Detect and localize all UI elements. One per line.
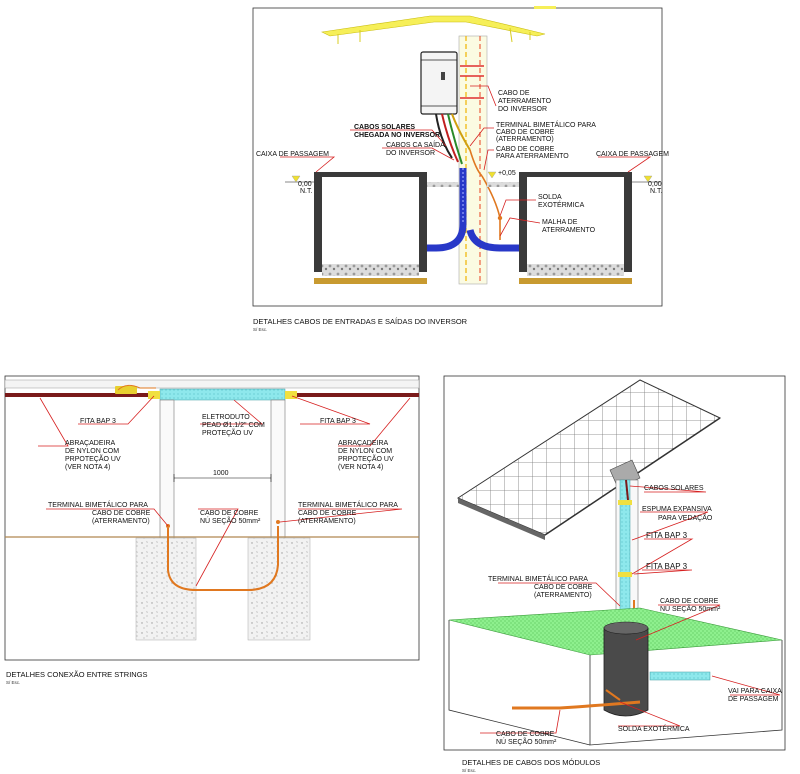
label-ac-cables-0: CABOS CA SAÍDA [386, 140, 445, 149]
label-copper-0: CABO DE COBRE [200, 510, 259, 517]
caption-modules: DETALHES DE CABOS DOS MÓDULOS [462, 758, 600, 767]
label-mod-tobox-0: VAI PARA CAIXA [728, 688, 782, 695]
panel-modules [443, 375, 786, 751]
label-mod-foam-0: ESPUMA EXPANSIVA [642, 506, 712, 513]
label-mod-terminal-0: TERMINAL BIMETÁLICO PARA [488, 574, 588, 583]
label-ground-cable-0: CABO DE [498, 90, 530, 97]
string-cable-right [280, 393, 419, 397]
label-terminal-1: CABO DE COBRE [496, 129, 555, 136]
scale-modules: S/ Esc. [462, 768, 476, 773]
label-copper-1: NÚ SEÇÃO 50mm² [200, 516, 261, 525]
label-clamp-right-2: PRPOTEÇÃO UV [338, 454, 394, 463]
level-mid: +0,05 [498, 170, 516, 177]
label-copper-cable-1: PARA ATERRAMENTO [496, 153, 569, 160]
label-exo-weld-1: EXOTÉRMICA [538, 200, 585, 209]
label-conduit-1: PEAD Ø1.1/2" COM [202, 422, 265, 429]
label-terminal-left-1: CABO DE COBRE [92, 510, 151, 517]
label-mod-copper-1: NÚ SEÇÃO 50mm² [660, 604, 721, 613]
label-clamp-right-1: DE NYLON COM [338, 448, 392, 455]
yellow-canopy [321, 6, 556, 44]
scale-strings: S/ Esc. [6, 680, 20, 685]
panel-inverter-frame [252, 7, 663, 307]
label-terminal-left-2: (ATERRAMENTO) [92, 518, 150, 525]
label-ground-mesh-0: MALHA DE [542, 219, 578, 226]
label-copper-cable-0: CABO DE COBRE [496, 146, 555, 153]
label-right-box: CAIXA DE PASSAGEM [596, 151, 669, 158]
panel-strings-frame [4, 375, 420, 661]
level-right-0: 0,00 [648, 181, 662, 188]
label-mod-copper-bot-1: NÚ SEÇÃO 50mm² [496, 737, 557, 746]
level-left-0: 0,00 [298, 181, 312, 188]
label-ground-cable-1: ATERRAMENTO [498, 98, 552, 105]
label-clamp-right-0: ABRAÇADEIRA [338, 440, 389, 447]
label-solar-cables-0: CABOS SOLARES [354, 124, 415, 131]
label-mod-copper-0: CABO DE COBRE [660, 598, 719, 605]
label-dimension: 1000 [213, 470, 229, 477]
label-ac-cables-1: DO INVERSOR [386, 150, 435, 157]
label-mod-solar: CABOS SOLARES [644, 485, 704, 492]
label-mod-tobox-1: DE PASSAGEM [728, 696, 779, 703]
label-ground-mesh-1: ATERRAMENTO [542, 227, 596, 234]
inverter-box [420, 51, 458, 115]
right-conduit [466, 228, 520, 252]
label-ground-cable-2: DO INVERSOR [498, 106, 547, 113]
label-mod-tape-1: FITA BAP 3 [646, 531, 688, 540]
label-mod-foam-1: PARA VEDAÇÃO [658, 513, 713, 522]
level-left-1: N.T. [300, 188, 313, 195]
label-tape-right: FITA BAP 3 [320, 418, 356, 425]
label-terminal-0: TERMINAL BIMETÁLICO PARA [496, 120, 596, 129]
label-mod-copper-bot-0: CABO DE COBRE [496, 731, 555, 738]
label-tape-left: FITA BAP 3 [80, 418, 116, 425]
left-pass-box [314, 172, 427, 284]
label-mod-tape-2: FITA BAP 3 [646, 562, 688, 571]
label-clamp-left-2: PRPOTEÇÃO UV [65, 454, 121, 463]
label-terminal-2: (ATERRAMENTO) [496, 136, 554, 143]
caption-strings: DETALHES CONEXÃO ENTRE STRINGS [6, 670, 148, 679]
copper-cable [167, 526, 279, 591]
label-mod-terminal-1: CABO DE COBRE [534, 584, 593, 591]
panel-inverter [252, 6, 663, 307]
label-conduit-0: ELETRODUTO [202, 414, 250, 421]
label-terminal-right-1: CABO DE COBRE [298, 510, 357, 517]
string-cable-left [5, 393, 165, 397]
label-conduit-2: PROTEÇÃO UV [202, 428, 253, 437]
label-terminal-right-0: TERMINAL BIMETÁLICO PARA [298, 500, 398, 509]
label-clamp-left-1: DE NYLON COM [65, 448, 119, 455]
left-conduit [420, 168, 467, 252]
label-clamp-right-3: (VER NOTA 4) [338, 464, 383, 471]
right-pass-box [519, 172, 632, 284]
label-terminal-right-2: (ATERRAMENTO) [298, 518, 356, 525]
level-right-1: N.T. [650, 188, 663, 195]
label-mod-terminal-2: (ATERRAMENTO) [534, 592, 592, 599]
label-solar-cables-1: CHEGADA NO INVERSOR [354, 132, 440, 139]
label-clamp-left-3: (VER NOTA 4) [65, 464, 110, 471]
scale-inverter: S/ Esc. [253, 327, 267, 332]
label-left-box: CAIXA DE PASSAGEM [256, 151, 329, 158]
caption-inverter: DETALHES CABOS DE ENTRADAS E SAÍDAS DO I… [253, 317, 468, 326]
pead-conduit [159, 388, 286, 401]
label-clamp-left-0: ABRAÇADEIRA [65, 440, 116, 447]
panel-modules-frame [443, 375, 786, 751]
panel-strings [4, 375, 420, 661]
label-mod-exo: SOLDA EXOTÉRMICA [618, 724, 690, 733]
label-terminal-left-0: TERMINAL BIMETÁLICO PARA [48, 500, 148, 509]
label-exo-weld-0: SOLDA [538, 194, 562, 201]
